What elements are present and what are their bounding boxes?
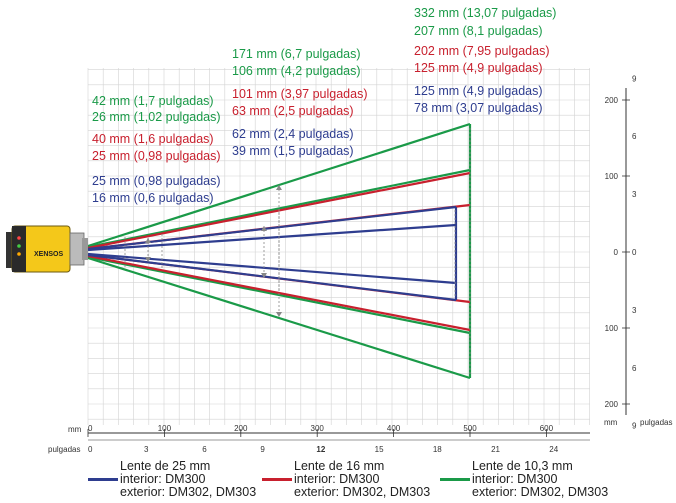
lens-25-outer-cone: [87, 205, 458, 302]
right-in-tick-label: 0: [632, 248, 637, 257]
label-lens25-right-1: 125 mm (4,9 pulgadas): [414, 84, 543, 98]
legend-outer-lens10: exterior: DM302, DM303: [472, 485, 609, 499]
bottom-in-tick-label: 24: [549, 445, 558, 454]
bottom-axis: 0 100 200 300 400 500 600 0 3 6 9 12 15 18 21 24 mm pul…: [48, 424, 590, 454]
bottom-in-unit: pulgadas: [48, 445, 80, 454]
right-mm-tick-label: 100: [605, 324, 619, 333]
right-mm-tick-label: 200: [605, 400, 619, 409]
label-lens25-mid-2: 39 mm (1,5 pulgadas): [232, 144, 354, 158]
bottom-mm-unit: mm: [68, 425, 82, 434]
label-lens25-far-left-2: 16 mm (0,6 pulgadas): [92, 191, 214, 205]
legend-swatch-lens10: [440, 478, 470, 481]
right-mm-tick-label: 0: [614, 248, 619, 257]
right-mm-unit: mm: [604, 418, 618, 427]
bottom-in-tick-label: 18: [433, 445, 442, 454]
right-axis: 200 100 0 100 200 9 6 3 0 3 6 9 mm pulgadas: [604, 74, 672, 430]
bottom-mm-tick-label: 600: [540, 424, 554, 433]
bottom-in-tick-label: 6: [202, 445, 207, 454]
label-lens10-right-1: 332 mm (13,07 pulgadas): [414, 6, 557, 20]
bottom-in-tick-label: 12: [316, 445, 325, 454]
legend-item-lens16: Lente de 16 mm interior: DM300 exterior:…: [262, 459, 431, 499]
label-lens16-right-2: 125 mm (4,9 pulgadas): [414, 61, 543, 75]
bottom-mm-tick-label: 100: [158, 424, 172, 433]
label-lens25-mid-1: 62 mm (2,4 pulgadas): [232, 127, 354, 141]
bottom-mm-tick-label: 0: [88, 424, 93, 433]
legend-item-lens10: Lente de 10,3 mm interior: DM300 exterio…: [440, 459, 609, 499]
label-lens10-right-2: 207 mm (8,1 pulgadas): [414, 24, 543, 38]
label-lens10-far-left-2: 26 mm (1,02 pulgadas): [92, 110, 221, 124]
right-mm-tick-label: 100: [605, 172, 619, 181]
legend-inner-lens16: interior: DM300: [294, 472, 380, 486]
right-mm-tick-label: 200: [605, 96, 619, 105]
label-lens10-far-left-1: 42 mm (1,7 pulgadas): [92, 94, 214, 108]
dimension-markers: [124, 128, 471, 375]
label-lens16-far-left-1: 40 mm (1,6 pulgadas): [92, 132, 214, 146]
right-in-tick-label: 9: [632, 74, 637, 83]
right-in-tick-label: 6: [632, 364, 637, 373]
bottom-in-tick-label: 3: [144, 445, 149, 454]
legend-inner-lens10: interior: DM300: [472, 472, 558, 486]
dimension-arrowheads: [145, 185, 282, 317]
legend-title-lens10: Lente de 10,3 mm: [472, 459, 573, 473]
legend-swatch-lens25: [88, 478, 118, 481]
legend-outer-lens16: exterior: DM302, DM303: [294, 485, 431, 499]
legend-inner-lens25: interior: DM300: [120, 472, 206, 486]
right-in-tick-label: 9: [632, 422, 637, 431]
bottom-in-tick-label: 21: [491, 445, 500, 454]
legend-item-lens25: Lente de 25 mm interior: DM300 exterior:…: [88, 459, 257, 499]
right-in-tick-label: 3: [632, 306, 637, 315]
grid: [87, 68, 590, 425]
label-lens16-mid-2: 63 mm (2,5 pulgadas): [232, 104, 354, 118]
bottom-mm-tick-label: 500: [463, 424, 477, 433]
camera-device: XENSOS: [6, 225, 88, 273]
right-in-tick-label: 3: [632, 190, 637, 199]
label-lens25-right-2: 78 mm (3,07 pulgadas): [414, 101, 543, 115]
legend-swatch-lens16: [262, 478, 292, 481]
legend-title-lens16: Lente de 16 mm: [294, 459, 385, 473]
bottom-mm-tick-label: 300: [311, 424, 325, 433]
label-lens10-mid-2: 106 mm (4,2 pulgadas): [232, 64, 361, 78]
label-lens25-far-left-1: 25 mm (0,98 pulgadas): [92, 174, 221, 188]
label-lens10-mid-1: 171 mm (6,7 pulgadas): [232, 47, 361, 61]
legend-title-lens25: Lente de 25 mm: [120, 459, 211, 473]
bottom-mm-tick-label: 200: [234, 424, 248, 433]
label-lens16-mid-1: 101 mm (3,97 pulgadas): [232, 87, 368, 101]
bottom-mm-tick-label: 400: [387, 424, 401, 433]
right-in-unit: pulgadas: [640, 418, 672, 427]
bottom-in-tick-label: 15: [375, 445, 384, 454]
camera-logo: XENSOS: [34, 251, 64, 258]
bottom-in-tick-label: 9: [260, 445, 265, 454]
legend-outer-lens25: exterior: DM302, DM303: [120, 485, 257, 499]
right-in-tick-label: 6: [632, 132, 637, 141]
label-lens16-far-left-2: 25 mm (0,98 pulgadas): [92, 149, 221, 163]
bottom-in-tick-label: 0: [88, 445, 93, 454]
label-lens16-right-1: 202 mm (7,95 pulgadas): [414, 44, 550, 58]
